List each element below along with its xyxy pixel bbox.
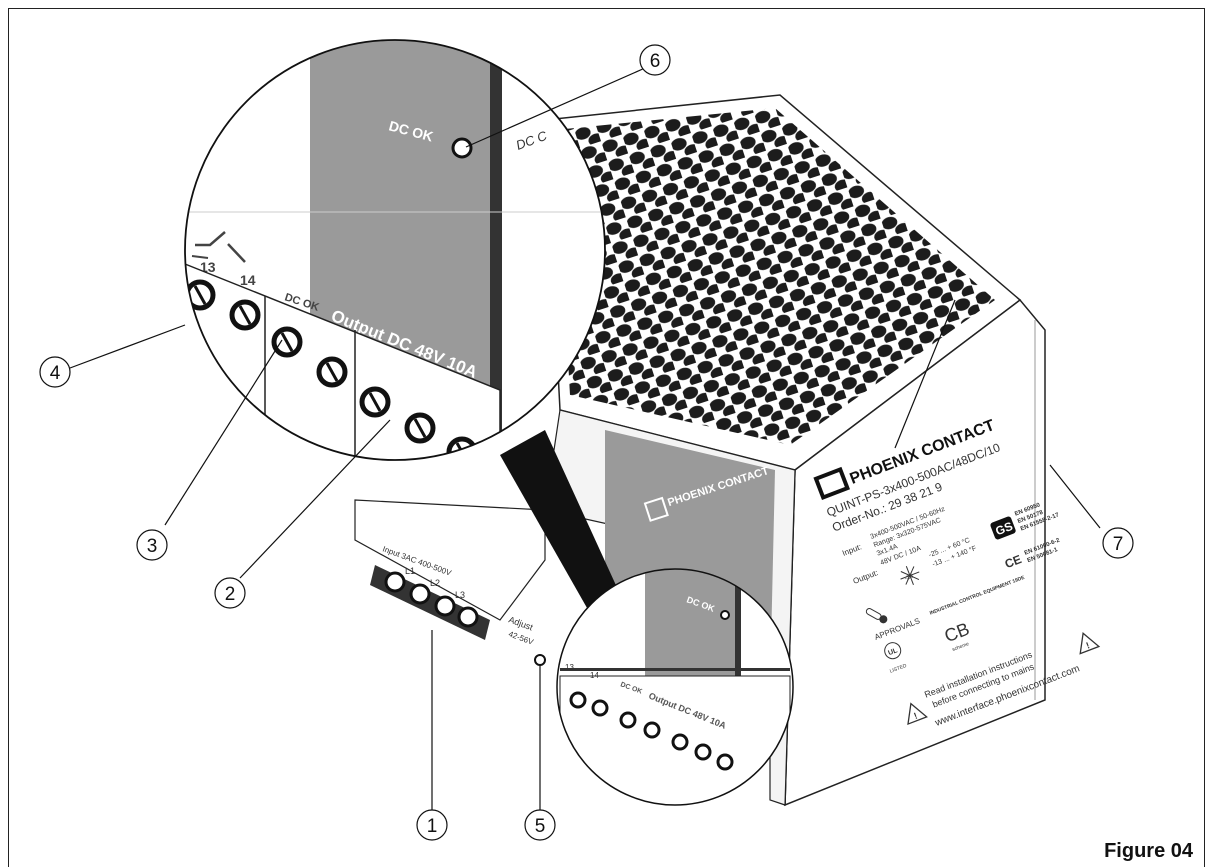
gs-mark: GS [993, 519, 1014, 538]
leader-lines [69, 67, 1101, 812]
callout-2-label: 2 [225, 584, 236, 605]
adjust-range-label: 42-56V [507, 629, 535, 647]
callout-7: 7 [1102, 527, 1134, 559]
terminal-l2: L2 [430, 578, 440, 588]
large-magnifier: DC OK DC C 13 14 DC OK Output DC 48V 10A… [184, 39, 606, 461]
figure-frame [8, 8, 1205, 867]
callout-1: 1 [416, 809, 448, 841]
thermometer-icon [865, 608, 888, 624]
callout-2: 2 [214, 577, 246, 609]
temp-badge: -25 [904, 573, 915, 582]
callout-3-label: 3 [147, 536, 158, 557]
svg-text:!: ! [1085, 640, 1091, 650]
svg-text:!: ! [912, 711, 918, 721]
zoom-cone [500, 430, 625, 622]
callout-6: 6 [639, 44, 671, 76]
callout-5-label: 5 [535, 816, 546, 837]
callout-1-label: 1 [427, 816, 438, 837]
callout-7-label: 7 [1113, 534, 1124, 555]
callout-6-label: 6 [650, 51, 661, 72]
bottom-ledge [354, 499, 546, 621]
ventilation-grid [555, 108, 995, 445]
ce-mark: CE [1003, 552, 1024, 571]
callout-4-label: 4 [50, 363, 61, 384]
callout-4: 4 [39, 356, 71, 388]
dc-ok-led [451, 137, 473, 159]
ul-mark: UL [887, 647, 899, 657]
gs-mark-icon: GS [990, 516, 1016, 540]
terminal-l1: L1 [405, 566, 415, 576]
ul-mark-icon: UL [884, 642, 902, 660]
warning-triangle-icon: ! [907, 702, 928, 726]
callout-3: 3 [136, 529, 168, 561]
figure-caption: Figure 04 [1104, 840, 1193, 862]
warning-triangle-icon-right: ! [1079, 632, 1101, 655]
small-relay-14: 14 [590, 671, 599, 680]
small-dc-ok-led [720, 610, 730, 620]
relay-terminal-14: 14 [240, 272, 256, 288]
terminal-l3: L3 [455, 590, 465, 600]
small-relay-13: 13 [565, 663, 574, 672]
callout-5: 5 [524, 809, 556, 841]
adjust-potentiometer: Adjust 42-56V [507, 614, 546, 666]
relay-contact-icon [191, 231, 246, 263]
temperature-snowflake-icon: -25 [900, 565, 920, 586]
cb-scheme: scheme [951, 641, 970, 653]
small-terminal-strip [559, 675, 791, 805]
